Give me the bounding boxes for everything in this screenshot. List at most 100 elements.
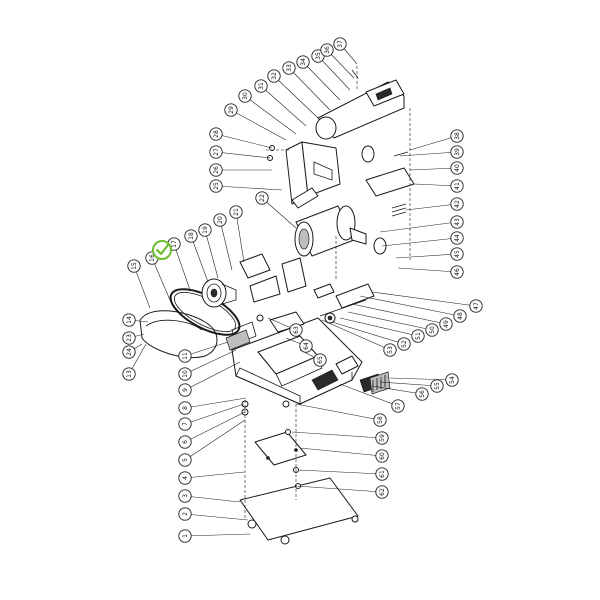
callout-36[interactable]: 36 (320, 43, 334, 57)
callout-15[interactable]: 15 (127, 259, 141, 273)
callout-bubble (178, 401, 192, 415)
callout-bubble (178, 489, 192, 503)
callout-bubble (122, 331, 136, 345)
spindle-housing (335, 283, 375, 309)
leader-line-19 (204, 229, 219, 279)
callout-1[interactable]: 1 (178, 529, 192, 543)
callout-9[interactable]: 9 (178, 383, 192, 397)
callout-41[interactable]: 41 (450, 179, 464, 193)
callout-51[interactable]: 51 (411, 329, 425, 343)
leader-lines (128, 43, 477, 537)
callout-21[interactable]: 21 (229, 205, 243, 219)
foot-left (247, 519, 257, 529)
parts-drawing (139, 66, 415, 545)
leader-line-57 (339, 383, 399, 407)
callout-54[interactable]: 54 (445, 373, 459, 387)
callout-53[interactable]: 53 (383, 343, 397, 357)
callout-56[interactable]: 56 (415, 387, 429, 401)
callout-55[interactable]: 55 (430, 379, 444, 393)
callout-65[interactable]: 65 (313, 353, 327, 367)
callout-18[interactable]: 18 (184, 229, 198, 243)
callout-25[interactable]: 25 (209, 179, 223, 193)
callout-bubble (178, 435, 192, 449)
callout-13[interactable]: 13 (122, 367, 136, 381)
callout-42[interactable]: 42 (450, 197, 464, 211)
callout-bubble (397, 337, 411, 351)
callout-43[interactable]: 43 (450, 215, 464, 229)
callout-47[interactable]: 47 (469, 299, 483, 313)
callout-number: 34 (300, 58, 307, 66)
callout-10[interactable]: 10 (178, 367, 192, 381)
callout-62[interactable]: 62 (375, 485, 389, 499)
callout-number: 8 (182, 406, 189, 410)
callout-number: 57 (395, 402, 402, 410)
callout-30[interactable]: 30 (238, 89, 252, 103)
callout-bubble (209, 179, 223, 193)
callout-bubble (439, 317, 453, 331)
callout-24[interactable]: 24 (122, 345, 136, 359)
leader-line-17 (173, 243, 191, 291)
callout-28[interactable]: 28 (209, 127, 223, 141)
leader-line-58 (295, 403, 381, 421)
callout-8[interactable]: 8 (178, 401, 192, 415)
callout-58[interactable]: 58 (373, 413, 387, 427)
callout-number: 14 (126, 316, 133, 324)
callout-39[interactable]: 39 (450, 145, 464, 159)
leader-line-34 (302, 61, 341, 101)
callout-64[interactable]: 64 (299, 339, 313, 353)
leader-line-4 (184, 471, 245, 479)
callout-63[interactable]: 63 (289, 323, 303, 337)
callout-22[interactable]: 22 (255, 191, 269, 205)
callout-32[interactable]: 32 (267, 69, 281, 83)
callout-labels: 1234567891011131415161718192021222324252… (122, 37, 483, 543)
callout-57[interactable]: 57 (391, 399, 405, 413)
callout-50[interactable]: 50 (425, 323, 439, 337)
callout-11[interactable]: 11 (178, 349, 192, 363)
callout-60[interactable]: 60 (375, 449, 389, 463)
callout-61[interactable]: 61 (375, 467, 389, 481)
callout-14[interactable]: 14 (122, 313, 136, 327)
callout-6[interactable]: 6 (178, 435, 192, 449)
callout-29[interactable]: 29 (224, 103, 238, 117)
leader-line-7 (184, 403, 245, 425)
callout-31[interactable]: 31 (254, 79, 268, 93)
callout-34[interactable]: 34 (296, 55, 310, 69)
callout-number: 23 (126, 334, 133, 342)
callout-number: 43 (454, 218, 461, 226)
callout-2[interactable]: 2 (178, 507, 192, 521)
callout-7[interactable]: 7 (178, 417, 192, 431)
callout-38[interactable]: 38 (450, 129, 464, 143)
callout-number: 25 (213, 182, 220, 190)
checkmark-icon[interactable] (152, 240, 172, 260)
callout-number: 20 (217, 216, 224, 224)
callout-4[interactable]: 4 (178, 471, 192, 485)
leader-line-43 (379, 221, 458, 233)
callout-26[interactable]: 26 (209, 163, 223, 177)
callout-37[interactable]: 37 (333, 37, 347, 51)
callout-59[interactable]: 59 (375, 431, 389, 445)
callout-40[interactable]: 40 (450, 161, 464, 175)
leader-line-15 (133, 265, 151, 309)
callout-49[interactable]: 49 (439, 317, 453, 331)
callout-number: 37 (337, 40, 344, 48)
callout-5[interactable]: 5 (178, 453, 192, 467)
callout-27[interactable]: 27 (209, 145, 223, 159)
callout-20[interactable]: 20 (213, 213, 227, 227)
callout-3[interactable]: 3 (178, 489, 192, 503)
callout-48[interactable]: 48 (453, 309, 467, 323)
callout-bubble (178, 453, 192, 467)
callout-46[interactable]: 46 (450, 265, 464, 279)
callout-number: 35 (315, 52, 322, 60)
callout-19[interactable]: 19 (198, 223, 212, 237)
leader-line-32 (273, 75, 319, 119)
callout-bubble (229, 205, 243, 219)
callout-44[interactable]: 44 (450, 231, 464, 245)
leader-line-55 (379, 381, 438, 387)
callout-33[interactable]: 33 (282, 61, 296, 75)
callout-52[interactable]: 52 (397, 337, 411, 351)
callout-number: 41 (454, 182, 461, 190)
callout-bubble (450, 161, 464, 175)
callout-45[interactable]: 45 (450, 247, 464, 261)
leader-line-30 (244, 95, 297, 135)
callout-23[interactable]: 23 (122, 331, 136, 345)
